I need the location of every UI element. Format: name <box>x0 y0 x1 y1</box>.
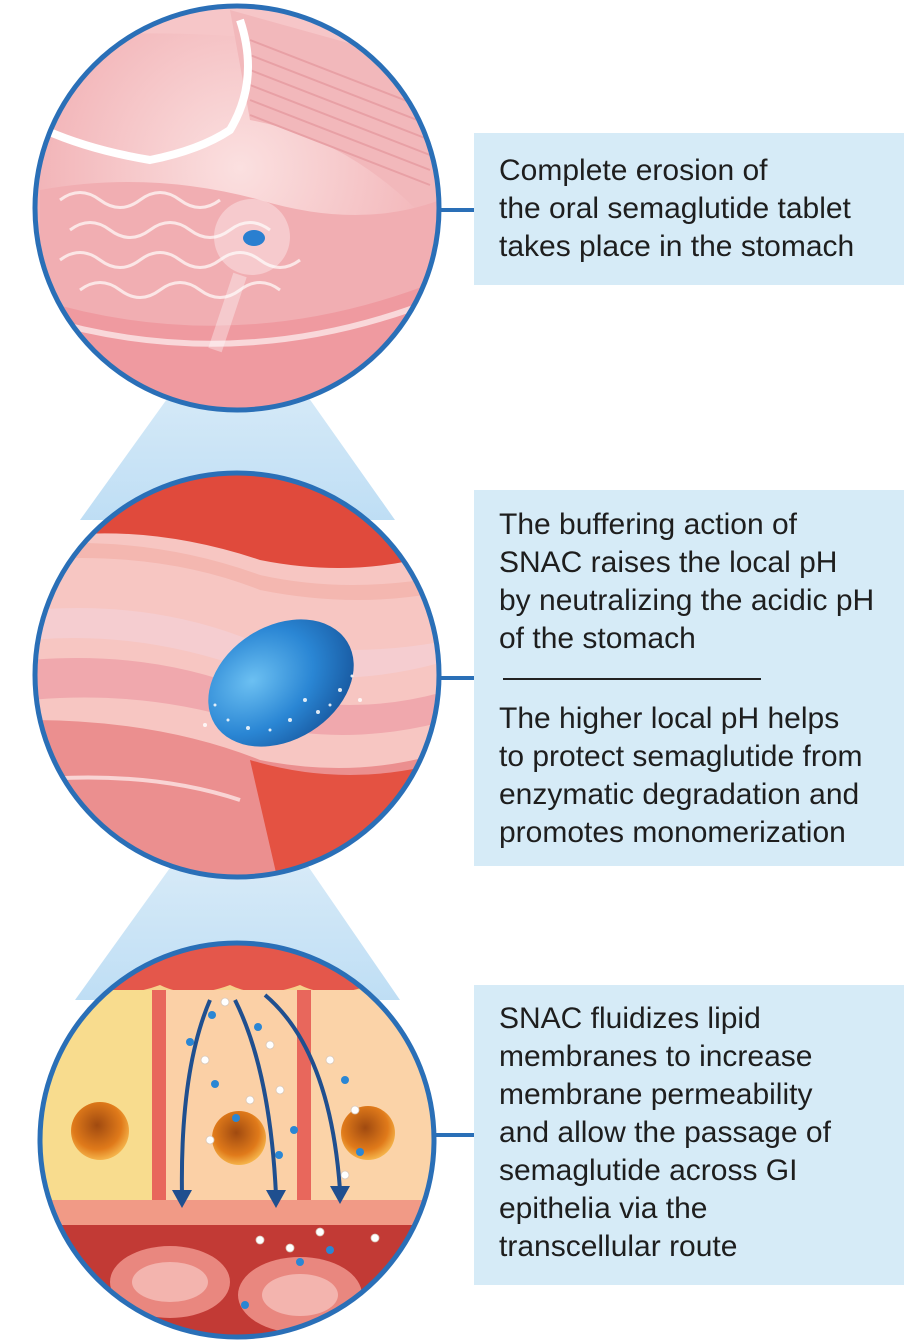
callout-permeability-text: SNAC fluidizes lipid membranes to increa… <box>499 1002 831 1263</box>
zoom-beam-1 <box>80 360 395 520</box>
transport-arrow <box>179 993 342 1196</box>
callout-buffering-text-top: The buffering action of SNAC raises the … <box>499 508 875 655</box>
callout-stomach: Complete erosion of the oral semaglutide… <box>474 133 904 285</box>
callout-buffering: The buffering action of SNAC raises the … <box>474 490 904 866</box>
callout-divider <box>503 678 761 680</box>
callout-buffering-text-bottom: The higher local pH helps to protect sem… <box>499 702 863 849</box>
callout-stomach-text: Complete erosion of the oral semaglutide… <box>499 154 855 263</box>
callout-permeability: SNAC fluidizes lipid membranes to increa… <box>474 985 904 1285</box>
